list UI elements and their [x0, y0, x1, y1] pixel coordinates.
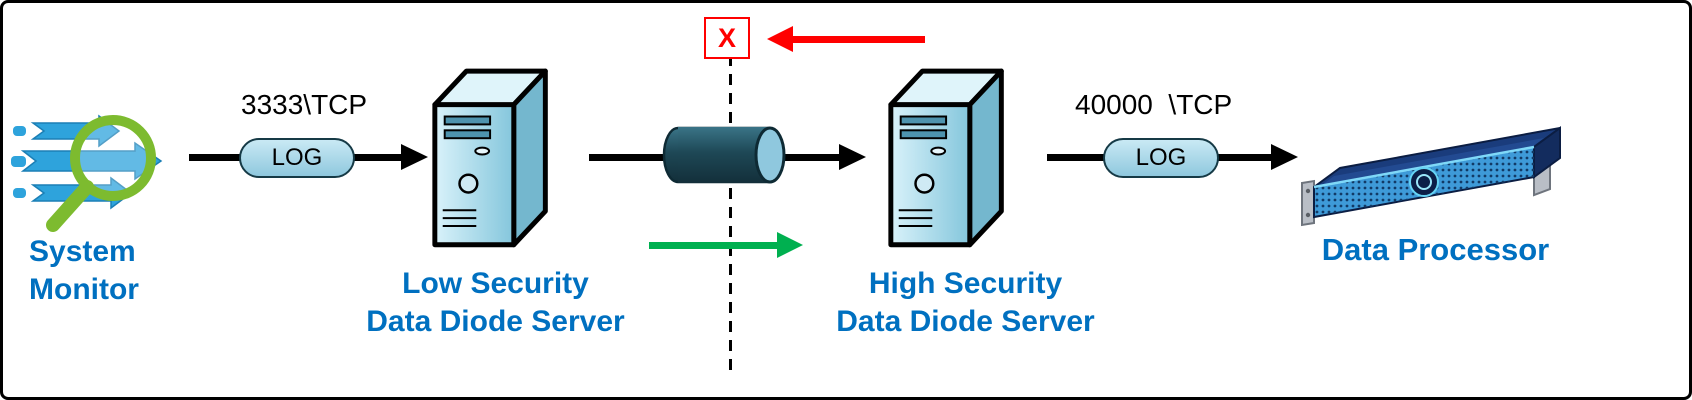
- security-boundary-line: [729, 17, 732, 371]
- port-label-3333: 3333\TCP: [241, 89, 368, 120]
- low-server-label-line1: Low Security: [402, 267, 589, 300]
- port-label-40000: 40000 \TCP: [1075, 89, 1233, 120]
- rack-emblem: [1409, 167, 1439, 197]
- magnifier-icon: [46, 115, 156, 232]
- rack-ear-left: [1301, 179, 1315, 227]
- high-server-label: High Security Data Diode Server: [793, 265, 1138, 341]
- arrow-high-to-processor-head: [1271, 144, 1298, 170]
- low-security-server-icon: [423, 56, 571, 251]
- speed-arrows-icon: [11, 114, 163, 210]
- allowed-direction-arrow-head: [777, 232, 803, 258]
- log-badge-left: LOG: [239, 138, 355, 178]
- log-badge-right: LOG: [1103, 138, 1219, 178]
- system-monitor-label-line1: System: [29, 235, 136, 268]
- system-monitor-label: System Monitor: [29, 233, 139, 309]
- low-server-label: Low Security Data Diode Server: [323, 265, 668, 341]
- low-server-label-line2: Data Diode Server: [366, 305, 625, 338]
- data-diode-pipe-icon: [662, 126, 786, 184]
- system-monitor-icon: [11, 114, 163, 232]
- blocked-direction-marker: X: [704, 17, 750, 59]
- high-security-server-icon: [879, 56, 1027, 251]
- arrow-low-to-high-head: [839, 144, 866, 170]
- system-monitor-label-line2: Monitor: [29, 273, 139, 306]
- blocked-direction-arrow-line: [793, 36, 925, 43]
- allowed-direction-arrow-line: [649, 242, 779, 249]
- blocked-direction-arrow-head: [767, 26, 793, 52]
- data-processor-icon: [1301, 126, 1561, 227]
- data-processor-label: Data Processor: [1321, 232, 1550, 267]
- arrow-monitor-to-low-head: [401, 144, 428, 170]
- high-server-label-line2: Data Diode Server: [836, 305, 1095, 338]
- high-server-label-line1: High Security: [868, 267, 1063, 300]
